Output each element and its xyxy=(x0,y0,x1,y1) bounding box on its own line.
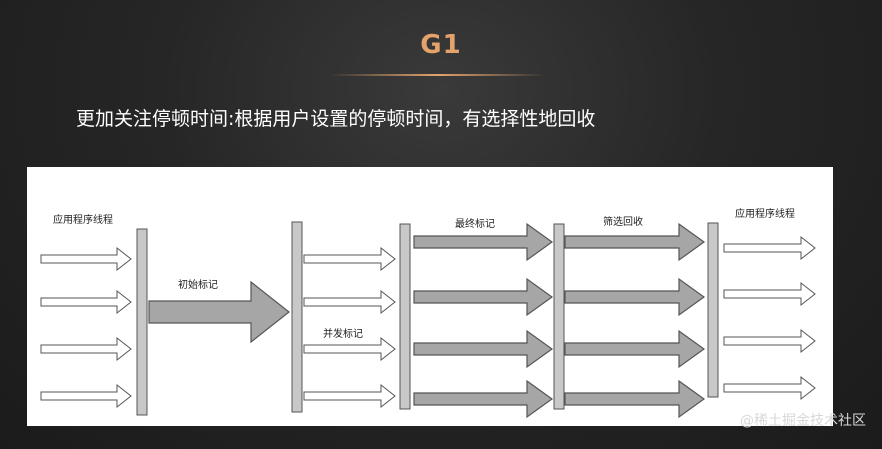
slide-subtitle: 更加关注停顿时间:根据用户设置的停顿时间，有选择性地回收 xyxy=(76,108,596,130)
safepoint-bar-4 xyxy=(553,223,565,410)
final-mark-arrow-2 xyxy=(413,277,554,317)
final-mark-arrow-4 xyxy=(413,379,554,419)
initial-mark-arrow xyxy=(148,280,290,344)
safepoint-bar-2 xyxy=(291,221,303,413)
concurrent-mark-arrow-4 xyxy=(303,383,396,409)
label-app-threads-left: 应用程序线程 xyxy=(53,213,113,226)
app-thread-arrow-right-3 xyxy=(723,328,816,354)
final-mark-arrow-1 xyxy=(413,222,554,262)
label-initial-mark: 初始标记 xyxy=(178,278,218,291)
final-mark-arrow-3 xyxy=(413,329,554,369)
filter-reclaim-arrow-3 xyxy=(564,329,706,369)
app-thread-arrow-right-2 xyxy=(723,281,816,307)
label-concurrent-mark: 并发标记 xyxy=(323,327,363,340)
gc-phase-diagram-svg: 应用程序线程 初始标记 并发标记 最终标记 筛选回收 应用程序线程 xyxy=(40,207,816,419)
title-divider xyxy=(330,74,545,76)
app-thread-arrow-right-4 xyxy=(723,375,816,401)
app-thread-arrow-left-4 xyxy=(40,383,132,409)
app-thread-arrow-left-2 xyxy=(40,289,132,315)
safepoint-bar-1 xyxy=(136,228,148,416)
label-app-threads-right: 应用程序线程 xyxy=(735,207,795,220)
safepoint-bar-3 xyxy=(399,223,411,410)
app-thread-arrow-left-3 xyxy=(40,336,132,362)
filter-reclaim-arrow-4 xyxy=(564,379,706,419)
filter-reclaim-arrow-2 xyxy=(564,277,706,317)
app-thread-arrow-right-1 xyxy=(723,235,816,261)
label-final-mark: 最终标记 xyxy=(455,217,495,230)
safepoint-bar-5 xyxy=(707,222,719,398)
app-thread-arrow-left-1 xyxy=(40,246,132,272)
slide-title: G1 xyxy=(420,30,462,60)
concurrent-mark-arrow-2 xyxy=(303,289,396,315)
concurrent-mark-arrow-3 xyxy=(303,336,396,362)
label-filter-reclaim: 筛选回收 xyxy=(603,215,643,228)
watermark: @稀土掘金技术社区 xyxy=(740,413,866,429)
gc-phase-diagram: 应用程序线程 初始标记 并发标记 最终标记 筛选回收 应用程序线程 xyxy=(27,167,833,426)
filter-reclaim-arrow-1 xyxy=(564,222,706,262)
concurrent-mark-arrow-1 xyxy=(303,246,396,272)
